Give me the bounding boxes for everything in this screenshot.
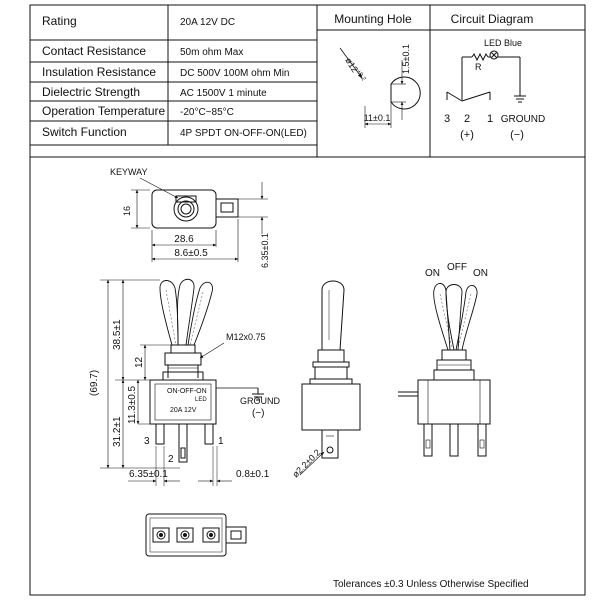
circuit-pin-3: 3 bbox=[444, 113, 450, 125]
front-dim-312: 31.2±1 bbox=[112, 416, 123, 447]
spec-label-insulation: Insulation Resistance bbox=[42, 65, 156, 79]
spec-label-rating: Rating bbox=[42, 14, 77, 28]
mounting-hole-diagram: Mounting Hole ø12+0.2 1.5±0.1 11±0.1 bbox=[334, 12, 421, 128]
bottom-view-diagram bbox=[145, 513, 247, 557]
spec-label-dielectric: Dielectric Strength bbox=[42, 85, 140, 99]
circuit-title: Circuit Diagram bbox=[451, 12, 534, 26]
top-dim-286: 28.6 bbox=[174, 234, 194, 245]
sheet-border bbox=[29, 4, 586, 596]
mounting-hole-height: 1.5±0.1 bbox=[401, 44, 411, 74]
tolerance-note: Tolerances ±0.3 Unless Otherwise Specifi… bbox=[333, 579, 529, 590]
circuit-resistor: R bbox=[475, 62, 482, 72]
circuit-pin-2: 2 bbox=[464, 113, 470, 125]
spec-value-rating: 20A 12V DC bbox=[180, 17, 235, 28]
spec-value-insulation: DC 500V 100M ohm Min bbox=[180, 68, 290, 79]
circuit-diagram: Circuit Diagram LED Blue R 3 2 1 GROUND … bbox=[444, 12, 545, 141]
top-dim-16: 16 bbox=[122, 206, 132, 216]
front-dim-635: 6.35±0.1 bbox=[129, 469, 168, 480]
right-view-diagram: ON OFF ON bbox=[398, 262, 491, 457]
thread-label: M12x0.75 bbox=[226, 332, 266, 342]
circuit-minus: (−) bbox=[510, 129, 524, 141]
front-dim-385: 38.5±1 bbox=[112, 319, 123, 350]
circuit-led-label: LED Blue bbox=[484, 38, 522, 48]
spec-value-dielectric: AC 1500V 1 minute bbox=[180, 88, 267, 99]
spec-label-contact: Contact Resistance bbox=[42, 44, 146, 58]
spec-value-contact: 50m ohm Max bbox=[180, 47, 243, 58]
spec-table: Rating 20A 12V DC Contact Resistance 50m… bbox=[30, 5, 585, 158]
circuit-pin-1: 1 bbox=[487, 113, 493, 125]
spec-label-temperature: Operation Temperature bbox=[42, 104, 166, 118]
front-view-diagram: ON-OFF-ON LED 20A 12V GROUND (−) 3 2 1 M… bbox=[89, 278, 280, 486]
mounting-hole-diameter: ø12+0.2 bbox=[343, 56, 366, 85]
body-text-led: LED bbox=[195, 397, 207, 403]
front-dim-12: 12 bbox=[134, 356, 145, 368]
front-ground-minus: (−) bbox=[252, 408, 265, 419]
front-pin-3: 3 bbox=[144, 436, 150, 447]
top-view-diagram: KEYWAY 16 28.6 8.6±0.5 6.35±0.1 bbox=[110, 167, 270, 268]
side-view-diagram: ø2.2±0.2 bbox=[290, 280, 361, 479]
state-off: OFF bbox=[447, 262, 467, 273]
top-dim-635: 6.35±0.1 bbox=[260, 233, 270, 268]
side-dim-22: ø2.2±0.2 bbox=[290, 447, 322, 479]
front-pin-2: 2 bbox=[168, 454, 174, 465]
front-dim-697: (69.7) bbox=[89, 370, 100, 396]
state-on-left: ON bbox=[425, 268, 440, 279]
keyway-label: KEYWAY bbox=[110, 167, 148, 177]
front-pin-1: 1 bbox=[218, 436, 224, 447]
led-icon bbox=[489, 50, 499, 60]
top-dim-86: 8.6±0.5 bbox=[174, 248, 208, 259]
body-text-rating: 20A 12V bbox=[170, 407, 197, 414]
spec-value-temperature: -20°C~85°C bbox=[180, 107, 234, 118]
mounting-hole-title: Mounting Hole bbox=[334, 12, 412, 26]
circuit-plus: (+) bbox=[460, 129, 474, 141]
state-on-right: ON bbox=[473, 268, 488, 279]
spec-label-function: Switch Function bbox=[42, 125, 127, 139]
front-ground-label: GROUND bbox=[240, 396, 280, 406]
body-text-function: ON-OFF-ON bbox=[167, 388, 207, 395]
resistor-symbol bbox=[471, 52, 489, 62]
mounting-hole-width: 11±0.1 bbox=[364, 113, 391, 123]
spec-value-function: 4P SPDT ON-OFF-ON(LED) bbox=[180, 128, 307, 139]
front-dim-113: 11.3±0.5 bbox=[127, 385, 138, 424]
front-dim-08: 0.8±0.1 bbox=[236, 469, 270, 480]
circuit-ground: GROUND bbox=[501, 114, 545, 125]
